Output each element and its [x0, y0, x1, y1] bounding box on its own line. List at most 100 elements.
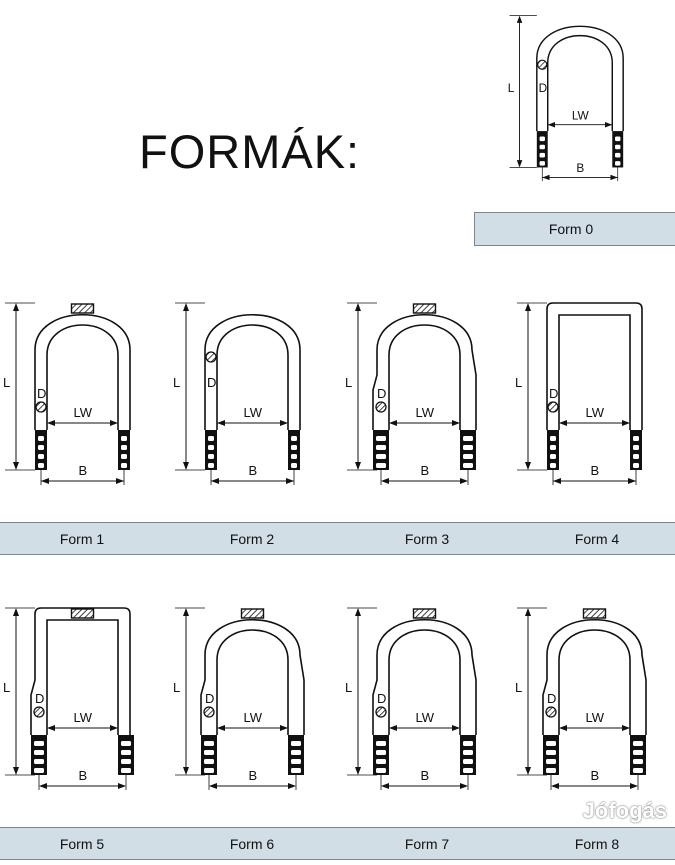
diameter-label: D [377, 386, 386, 401]
thread-notch [291, 436, 297, 441]
ubolt-outer-edge [34, 313, 131, 430]
thread-notch [463, 741, 473, 746]
thread-notch [539, 152, 545, 158]
thread-notch [121, 750, 131, 755]
ubolt-inner-edge [388, 629, 461, 735]
lw-arrows [559, 725, 630, 731]
bolt-spacing-label: B [249, 463, 258, 478]
lw-arrows [47, 420, 118, 426]
bolt-spacing-label: B [576, 161, 584, 175]
thread-notch [38, 445, 44, 450]
thread-notch [376, 436, 386, 441]
ubolt-inner-edge [216, 324, 289, 430]
thread-notch [463, 759, 473, 764]
ubolt-outer-edge [372, 618, 477, 735]
thread-notch [550, 454, 556, 459]
form-3-label: Form 3 [404, 531, 450, 547]
thread-notch [463, 445, 473, 450]
ubolt-inner-edge [558, 314, 631, 430]
saddle-pad [412, 608, 437, 619]
thread-notch [121, 759, 131, 764]
left-thread [536, 131, 548, 168]
form-5-label: Form 5 [59, 836, 105, 852]
lw-arrows [217, 725, 288, 731]
thread-notch [121, 454, 127, 459]
diameter-label: D [549, 386, 558, 401]
length-label: L [3, 680, 10, 695]
inner-width-label: LW [244, 710, 263, 725]
form-1-label: Form 1 [59, 531, 105, 547]
lw-arrows [217, 420, 288, 426]
diameter-label: D [377, 691, 386, 706]
saddle-pad [240, 608, 265, 619]
lw-arrows [389, 725, 460, 731]
thread-notch [546, 750, 556, 755]
lw-arrows [547, 122, 613, 128]
thread-notch [539, 161, 545, 166]
diameter-label: D [37, 386, 46, 401]
inner-width-label: LW [586, 710, 605, 725]
thread-notch [34, 741, 44, 746]
bolt-spacing-label: B [591, 463, 600, 478]
thread-notch [550, 445, 556, 450]
thread-notch [546, 759, 556, 764]
thread-notch [121, 436, 127, 441]
inner-width-label: LW [416, 405, 435, 420]
inner-width-label: LW [244, 405, 263, 420]
ubolt-outer-edge [546, 302, 643, 430]
row-2-label-bar: Form 5 Form 6 Form 7 Form 8 [0, 827, 675, 860]
saddle-pad [70, 608, 95, 619]
thread-notch [376, 445, 386, 450]
diameter-label: D [207, 375, 216, 390]
bolt-spacing-label: B [591, 768, 600, 783]
inner-width-label: LW [74, 405, 93, 420]
inner-width-label: LW [74, 710, 93, 725]
form-3-diagram: D L LW B [345, 302, 477, 485]
thread-notch [208, 454, 214, 459]
thread-notch [204, 741, 214, 746]
thread-notch [463, 436, 473, 441]
ubolt-inner-edge [547, 34, 613, 132]
form-2-diagram: D L LW B [173, 302, 301, 485]
ubolt-outer-edge [536, 25, 624, 132]
form-7-label: Form 7 [404, 836, 450, 852]
thread-notch [38, 463, 44, 468]
ubolt-inner-edge [388, 324, 461, 430]
thread-notch [291, 445, 297, 450]
diameter-section [205, 351, 217, 363]
thread-notch [615, 144, 621, 150]
diameter-section [375, 401, 387, 413]
thread-notch [34, 759, 44, 764]
thread-notch [633, 454, 639, 459]
thread-notch [376, 768, 386, 773]
bolt-spacing-label: B [421, 463, 430, 478]
thread-notch [633, 759, 643, 764]
inner-width-label: LW [586, 405, 605, 420]
saddle-pad [412, 303, 437, 314]
length-label: L [515, 375, 522, 390]
ubolt-outer-edge [200, 618, 305, 735]
diameter-section [545, 706, 557, 718]
thread-notch [204, 768, 214, 773]
watermark: Jófogás [582, 798, 667, 823]
row-1-label-bar: Form 1 Form 2 Form 3 Form 4 [0, 522, 675, 555]
length-label: L [345, 375, 352, 390]
thread-notch [376, 454, 386, 459]
thread-notch [34, 768, 44, 773]
form-0-label: Form 0 [548, 221, 594, 237]
thread-notch [546, 768, 556, 773]
thread-notch [121, 768, 131, 773]
diameter-label: D [205, 691, 214, 706]
bolt-spacing-label: B [79, 768, 88, 783]
ubolt-inner-edge [216, 629, 289, 735]
thread-notch [376, 463, 386, 468]
thread-notch [633, 463, 639, 468]
thread-notch [38, 436, 44, 441]
thread-notch [633, 768, 643, 773]
length-label: L [173, 375, 180, 390]
diameter-section [35, 401, 47, 413]
thread-notch [463, 463, 473, 468]
